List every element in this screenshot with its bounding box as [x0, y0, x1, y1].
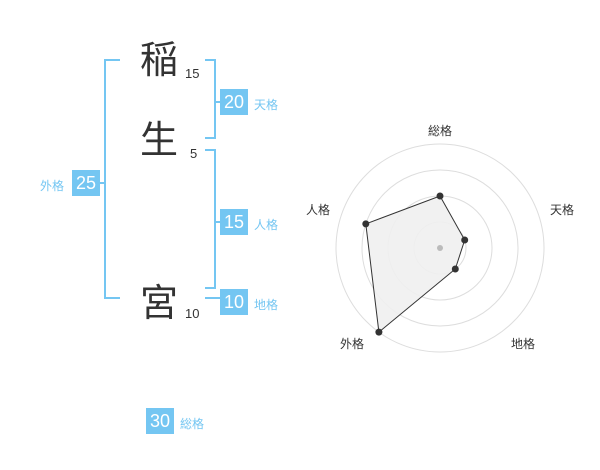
name-char-3: 宮	[140, 281, 179, 325]
tenkaku-bracket	[205, 59, 216, 139]
radar-ring-4	[335, 143, 545, 353]
radar-point-1	[461, 236, 469, 244]
radar-polygon	[365, 195, 466, 334]
chikaku-label: 地格	[254, 298, 279, 312]
gaikaku-bracket	[104, 59, 120, 299]
radar-label-jinkaku: 人格	[306, 203, 331, 217]
radar-ring-3	[361, 169, 519, 327]
soukaku-label: 総格	[180, 417, 205, 431]
radar-point-3	[375, 328, 383, 336]
jinkaku-score: 15	[220, 209, 248, 235]
stroke-count-2: 5	[190, 146, 198, 161]
radar-center-dot	[437, 245, 443, 251]
radar-label-chikaku: 地格	[511, 337, 536, 351]
tenkaku-score: 20	[220, 89, 248, 115]
radar-label-tenkaku: 天格	[550, 203, 575, 217]
radar-label-soukaku: 総格	[428, 124, 453, 138]
gaikaku-label: 外格	[40, 179, 65, 193]
radar-label-gaikaku: 外格	[340, 337, 365, 351]
stroke-count-3: 10	[185, 306, 200, 321]
radar-point-2	[451, 265, 459, 273]
jinkaku-label: 人格	[254, 218, 279, 232]
gaikaku-score: 25	[72, 170, 100, 196]
name-char-2: 生	[140, 118, 179, 162]
chikaku-score: 10	[220, 289, 248, 315]
radar-point-0	[436, 192, 444, 200]
soukaku-score: 30	[146, 408, 174, 434]
tenkaku-label: 天格	[254, 98, 279, 112]
stroke-count-1: 15	[185, 66, 200, 81]
name-char-1: 稲	[140, 38, 179, 82]
jinkaku-bracket	[205, 149, 216, 289]
radar-point-4	[362, 220, 370, 228]
